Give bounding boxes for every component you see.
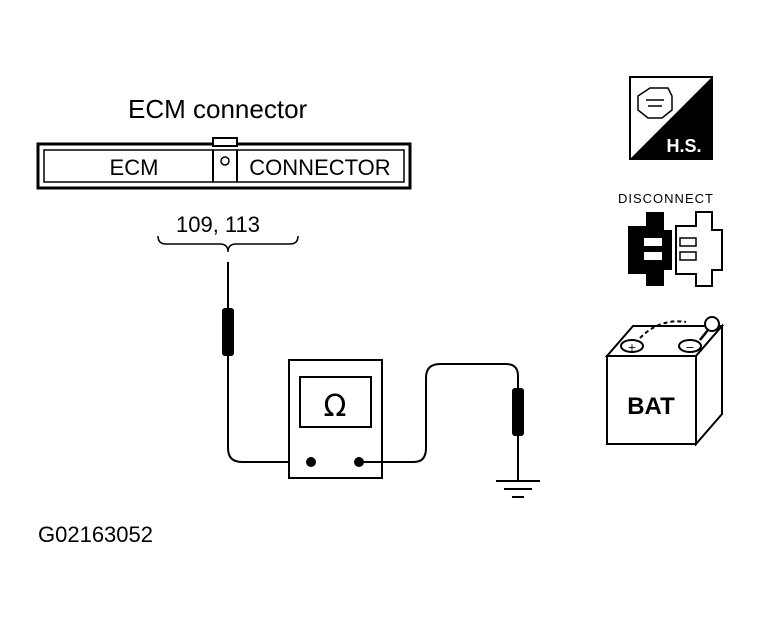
pin-numbers-label: 109, 113 [176, 212, 261, 237]
disconnect-label: DISCONNECT [618, 191, 714, 206]
hand-tools-hs-icon: H.S. [629, 76, 713, 160]
disconnect-icon [628, 211, 723, 287]
ecm-connector: ECM CONNECTOR [36, 137, 412, 190]
battery-minus-label: − [685, 341, 694, 354]
meter-terminal-positive [306, 457, 316, 467]
connector-ecm-label: ECM [110, 155, 159, 180]
positive-probe [222, 262, 310, 463]
ground-icon [496, 480, 540, 498]
battery-icon: + − BAT [604, 316, 725, 447]
battery-plus-label: + [627, 341, 636, 354]
connector-name-label: CONNECTOR [249, 155, 390, 180]
ground-probe [359, 363, 524, 480]
battery-label: BAT [627, 393, 675, 420]
ohmmeter: Ω [288, 359, 383, 479]
hs-label: H.S. [666, 136, 701, 156]
ohm-symbol: Ω [324, 389, 347, 424]
figure-id: G02163052 [38, 522, 153, 547]
diagram-title: ECM connector [128, 94, 308, 124]
pin-brace [157, 235, 299, 253]
